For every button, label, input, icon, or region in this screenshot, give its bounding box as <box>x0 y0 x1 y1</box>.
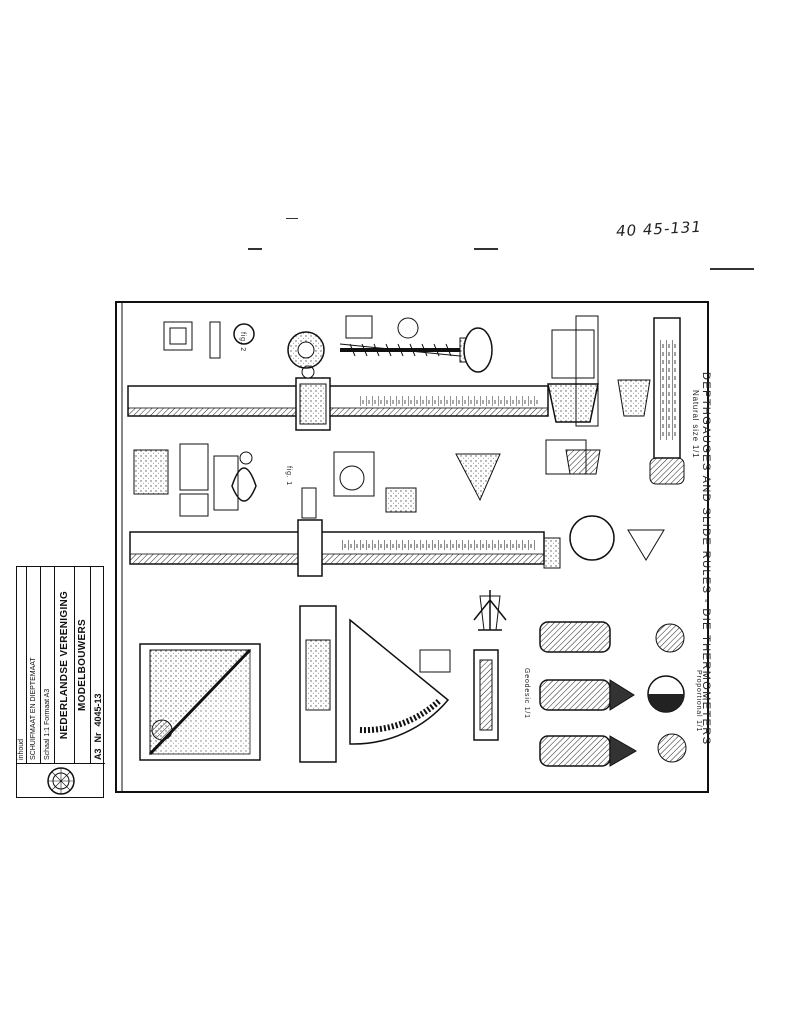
scale-note: Natural size 1/1 <box>691 390 700 459</box>
detail-parts-middle <box>133 439 601 517</box>
detail-parts-upper <box>163 315 419 369</box>
caliper-rule-top <box>127 365 549 431</box>
fig-label-2: fig. 2 <box>239 332 246 352</box>
title-block: inhoud SCHUIFMAAT EN DIEPTEMAAT Schaal 1… <box>16 566 105 799</box>
drawing-number: 4045-13 <box>93 693 103 727</box>
scan-mark <box>474 248 498 250</box>
fig-label-4: Proportional 1/1 <box>695 670 702 733</box>
format-label: A3 <box>93 748 103 760</box>
fig-label-1: fig. 1 <box>285 466 292 486</box>
scan-mark <box>710 268 754 270</box>
caliper-rule-bottom <box>129 487 665 577</box>
title-block-subject: SCHUIFMAAT EN DIEPTEMAAT <box>27 567 41 763</box>
number-label: Nr <box>93 732 103 743</box>
drawing-frame <box>115 301 709 793</box>
scan-mark <box>248 248 262 250</box>
depth-gauge-vertical <box>617 317 685 485</box>
cup-detail <box>547 315 599 427</box>
title-block-scale: Schaal 1:1 Formaat A3 <box>41 567 55 763</box>
organisation-name: NEDERLANDSE VERENIGING <box>55 567 75 763</box>
screw-detail <box>339 327 493 373</box>
organisation-name-2: MODELBOUWERS <box>75 567 91 763</box>
knob-details <box>539 621 687 767</box>
scan-mark <box>286 218 298 219</box>
tripod-detail <box>473 590 507 631</box>
title-block-header: inhoud <box>17 567 27 763</box>
fig-label-3: Geodesic 1/1 <box>523 668 530 719</box>
nvm-seal-icon <box>17 763 105 799</box>
quadrant-protractor <box>299 605 451 763</box>
spirit-level <box>473 595 501 741</box>
set-square <box>139 643 261 761</box>
drawing-number-row: A3 Nr 4045-13 <box>91 567 105 763</box>
